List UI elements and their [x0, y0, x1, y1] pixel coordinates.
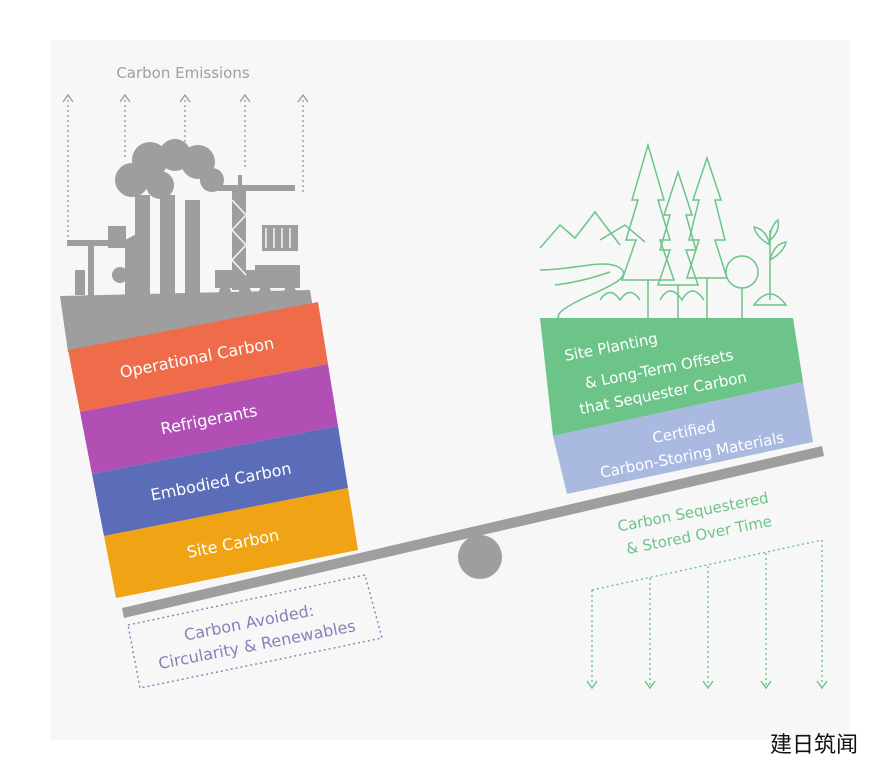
block-site-planting	[540, 318, 803, 436]
industry-icon	[67, 139, 300, 298]
carbon-avoided-box	[127, 574, 383, 689]
block-site-carbon	[104, 488, 358, 598]
scale-beam	[122, 446, 824, 618]
block-carbon-storing-materials	[553, 382, 813, 494]
sequestration-arrows	[591, 539, 823, 685]
watermark-text: 建日筑闻	[770, 733, 858, 758]
block-refrigerants	[80, 364, 338, 474]
forest-icon	[539, 142, 788, 321]
emission-arrow-heads	[62, 93, 309, 103]
block-embodied-carbon	[92, 426, 348, 536]
left-stack: Operational Carbon Refrigerants Embodied…	[68, 302, 358, 598]
scale-fulcrum	[458, 535, 502, 579]
crane-lattice	[231, 199, 291, 276]
sequestration-arrow-heads	[586, 680, 828, 690]
block-operational-carbon	[68, 302, 328, 412]
carbon-emissions-label: Carbon Emissions	[116, 64, 250, 82]
